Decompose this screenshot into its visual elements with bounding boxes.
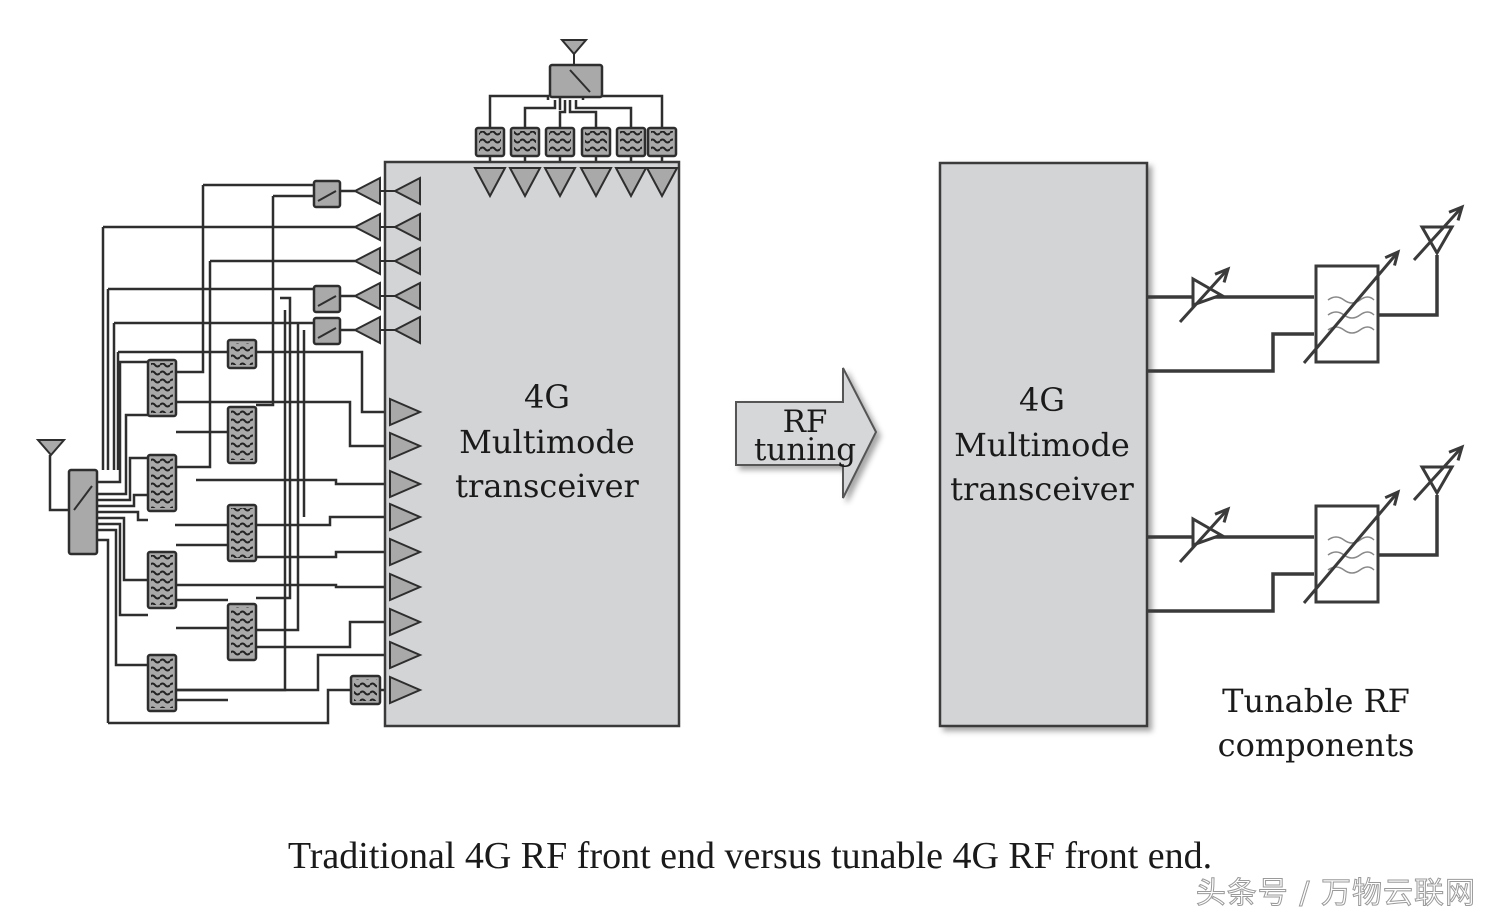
tx-amplifier-icon	[392, 281, 421, 311]
top-amplifier-icon	[543, 167, 577, 199]
tunable-antenna-icon	[1412, 444, 1465, 502]
tunable-components-label-2: components	[1218, 726, 1415, 764]
rf-path-lower	[1147, 572, 1314, 613]
rf-tuning-arrow: RF tuning	[735, 367, 878, 499]
duplexer-filter	[146, 550, 178, 610]
top-antenna-icon	[559, 39, 589, 66]
tx-amplifier-icon	[392, 246, 421, 276]
tx-amplifier-icon	[392, 212, 421, 242]
top-amplifier-icon	[579, 167, 613, 199]
left-transceiver-label-1: 4G	[524, 378, 570, 416]
left-components	[146, 126, 679, 713]
left-transceiver-block	[383, 160, 681, 728]
tunable-chain-2	[1147, 444, 1465, 613]
top-filter	[646, 126, 678, 158]
rx-amplifier-icon	[389, 640, 423, 670]
arrow-label-tuning: tuning	[754, 432, 856, 468]
left-transceiver-label-2: Multimode	[459, 423, 635, 461]
tunable-filter-icon	[1302, 489, 1401, 604]
tunable-antenna-icon	[1412, 204, 1465, 262]
tx-driver-amplifier-icon	[352, 176, 381, 206]
rx-amplifier-icon	[389, 469, 423, 499]
top-filter	[580, 126, 612, 158]
antenna-feed	[1378, 495, 1439, 557]
arrow-label-rf: RF	[783, 404, 828, 440]
duplexer-filter	[226, 503, 258, 563]
figure-caption: Traditional 4G RF front end versus tunab…	[287, 835, 1213, 877]
duplexer-filter	[226, 338, 258, 370]
rf-path-lower	[1147, 332, 1314, 373]
right-transceiver-block	[938, 161, 1149, 728]
band-switch	[312, 316, 342, 346]
top-filter	[474, 126, 506, 158]
top-filter	[615, 126, 647, 158]
top-amplifier-icon	[614, 167, 648, 199]
tunable-filter-icon	[1302, 249, 1401, 364]
duplexer-filter	[226, 405, 258, 465]
duplexer-filter	[226, 602, 258, 662]
top-filter	[544, 126, 576, 158]
duplexer-filter	[146, 653, 178, 713]
top-amplifier-icon	[473, 167, 507, 199]
rx-amplifier-icon	[389, 397, 423, 427]
left-transceiver-label-3: transceiver	[455, 467, 639, 505]
rx-amplifier-icon	[389, 675, 423, 705]
right-tunable-chains	[1147, 204, 1465, 613]
tunable-amplifier-icon	[1178, 266, 1231, 324]
left-antenna-switch	[67, 468, 99, 556]
band-switch	[312, 284, 342, 314]
single-filter	[349, 674, 382, 706]
band-switch	[312, 179, 342, 209]
duplexer-filter	[146, 358, 178, 418]
tunable-amplifier-icon	[1178, 506, 1231, 564]
top-antenna-switch	[548, 63, 604, 99]
rx-amplifier-icon	[389, 431, 423, 461]
tx-driver-amplifier-icon	[352, 246, 381, 276]
right-transceiver-label-2: Multimode	[954, 426, 1130, 464]
antenna-feed	[1378, 255, 1439, 317]
duplexer-filter	[146, 453, 178, 513]
rx-amplifier-icon	[389, 607, 423, 637]
watermark: 头条号 / 万物云联网	[1195, 876, 1476, 912]
rx-amplifier-icon	[389, 502, 423, 532]
tx-driver-amplifier-icon	[352, 315, 381, 345]
right-transceiver-label-1: 4G	[1019, 381, 1065, 419]
right-transceiver-label-3: transceiver	[950, 470, 1134, 508]
top-filter	[509, 126, 541, 158]
tx-amplifier-icon	[392, 176, 421, 206]
tunable-chain-1	[1147, 204, 1465, 373]
rx-amplifier-icon	[389, 572, 423, 602]
tx-driver-amplifier-icon	[352, 212, 381, 242]
top-amplifier-icon	[645, 167, 679, 199]
top-amplifier-icon	[508, 167, 542, 199]
left-antenna-icon	[35, 439, 67, 457]
rx-amplifier-icon	[389, 537, 423, 567]
tx-amplifier-icon	[392, 315, 421, 345]
tunable-components-label-1: Tunable RF	[1222, 682, 1410, 720]
tx-driver-amplifier-icon	[352, 281, 381, 311]
